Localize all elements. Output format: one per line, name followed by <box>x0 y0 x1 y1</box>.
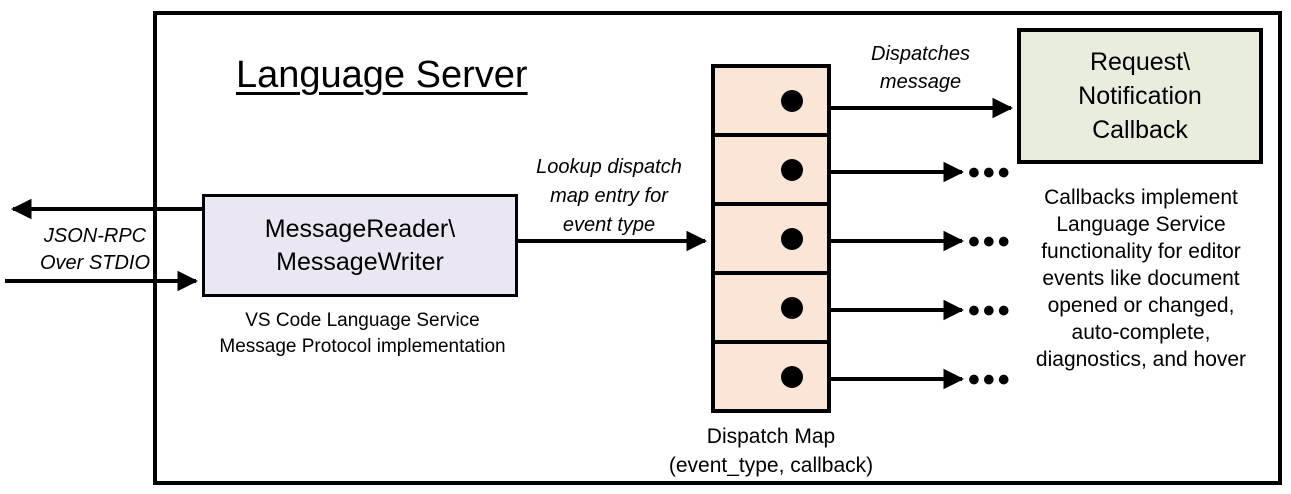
lookup-label-line2: map entry for <box>550 185 668 207</box>
callback-caption-line3: functionality for editor <box>1041 240 1241 263</box>
ellipsis-row3: ••• <box>968 223 1013 261</box>
entry-dot-icon <box>781 296 803 319</box>
callback-caption-line4: events like document <box>1042 267 1240 290</box>
callback-caption: Callbacks implement Language Service fun… <box>1008 184 1274 373</box>
entry-dot-icon <box>781 365 803 388</box>
callback-caption-line5: opened or changed, <box>1047 294 1235 317</box>
dispatches-label-line2: message <box>879 71 962 93</box>
table-row[interactable] <box>715 344 827 409</box>
table-row[interactable] <box>715 275 827 344</box>
table-row[interactable] <box>715 206 827 275</box>
callback-line1: Request\ <box>1089 48 1191 76</box>
dispatches-label-line1: Dispatches <box>871 43 970 65</box>
dispatch-caption-line2: (event_type, callback) <box>668 454 874 477</box>
request-notification-callback-box[interactable]: Request\ Notification Callback <box>1017 28 1263 164</box>
language-server-frame <box>153 11 1282 485</box>
lookup-label-line3: event type <box>562 214 656 236</box>
jsonrpc-label-line1: JSON-RPC <box>43 225 147 247</box>
entry-dot-icon <box>781 158 803 181</box>
message-reader-caption: VS Code Language Service Message Protoco… <box>190 308 535 360</box>
table-row[interactable] <box>715 68 827 137</box>
lookup-label-line1: Lookup dispatch <box>536 156 682 178</box>
ellipsis-row5: ••• <box>968 361 1013 399</box>
jsonrpc-transport-label: JSON-RPC Over STDIO <box>20 223 170 277</box>
reader-caption-line1: VS Code Language Service <box>245 310 480 331</box>
reader-caption-line2: Message Protocol implementation <box>219 336 506 357</box>
reader-line1: MessageReader\ <box>264 214 456 243</box>
ellipsis-row2: ••• <box>968 154 1013 192</box>
lookup-dispatch-label: Lookup dispatch map entry for event type <box>514 153 704 240</box>
callback-caption-line1: Callbacks implement <box>1044 186 1238 209</box>
entry-dot-icon <box>781 89 803 112</box>
callback-caption-line6: auto-complete, <box>1071 321 1211 344</box>
page-title: Language Server <box>236 54 528 96</box>
callback-caption-line2: Language Service <box>1056 213 1226 236</box>
dispatch-map-caption: Dispatch Map (event_type, callback) <box>626 422 916 480</box>
reader-line2: MessageWriter <box>276 247 444 276</box>
ellipsis-row4: ••• <box>968 292 1013 330</box>
jsonrpc-label-line2: Over STDIO <box>39 252 150 274</box>
table-row[interactable] <box>715 137 827 206</box>
callback-line3: Callback <box>1092 116 1188 144</box>
entry-dot-icon <box>781 227 803 250</box>
dispatches-message-label: Dispatches message <box>833 40 1008 96</box>
dispatch-map-table[interactable] <box>711 64 831 413</box>
message-reader-writer-box[interactable]: MessageReader\ MessageWriter <box>202 194 518 297</box>
callback-line2: Notification <box>1078 82 1202 110</box>
callback-caption-line7: diagnostics, and hover <box>1035 348 1247 371</box>
dispatch-caption-line1: Dispatch Map <box>706 425 836 448</box>
